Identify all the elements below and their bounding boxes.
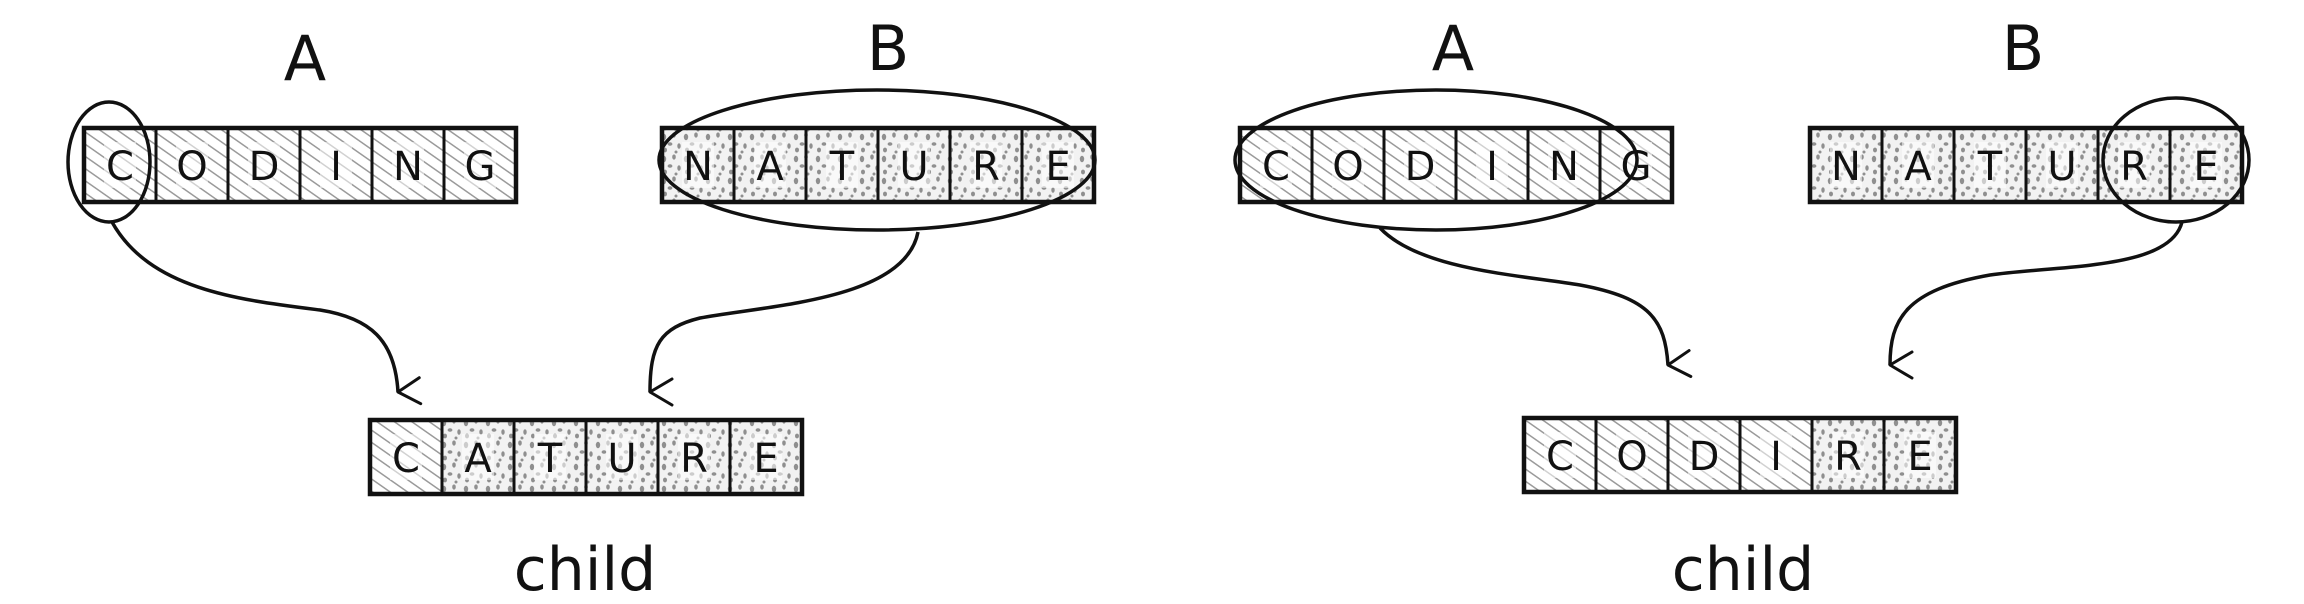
gene-letter: C (392, 436, 420, 482)
gene-letter: O (1332, 144, 1363, 190)
gene-letter: R (1834, 434, 1862, 480)
right-arrow-from-b (1888, 221, 2184, 380)
gene-letter: T (829, 144, 855, 190)
gene-letter-backdrop (1830, 142, 1862, 188)
strip-outline (1521, 415, 1959, 495)
gene-letter-backdrop (2046, 142, 2078, 188)
gene-letter-backdrop (678, 434, 710, 480)
gene-letter: C (106, 144, 134, 190)
gene-letter-backdrop (1904, 432, 1936, 478)
gene-letter: E (1045, 144, 1070, 190)
gene-letter: R (2120, 144, 2148, 190)
gene-letter-backdrop (104, 142, 136, 188)
gene-letter-backdrop (534, 434, 566, 480)
gene-letter-backdrop (898, 142, 930, 188)
gene-letter: N (1831, 144, 1861, 190)
right-arrow-from-a (1378, 226, 1693, 379)
gene-letter-backdrop (462, 434, 494, 480)
gene-letter: A (464, 436, 492, 482)
gene-letter: N (393, 144, 423, 190)
right-child-label: child (1672, 535, 1814, 604)
gene-letter: C (1262, 144, 1290, 190)
gene-letter-backdrop (1974, 142, 2006, 188)
gene-letter-backdrop (248, 142, 280, 188)
left-selection-ellipse-b (657, 88, 1097, 232)
gene-letter: D (249, 144, 280, 190)
strip-outline (81, 125, 519, 205)
gene-letter: A (756, 144, 784, 190)
gene-letter-backdrop (682, 142, 714, 188)
gene-letter: I (1486, 144, 1498, 190)
left-parent-b-label: B (867, 12, 910, 85)
right-selection-ellipse-a (1233, 88, 1639, 232)
gene-letter-backdrop (750, 434, 782, 480)
left-parent-a-label: A (284, 22, 326, 95)
gene-letter-backdrop (1616, 432, 1648, 478)
gene-letter: N (683, 144, 713, 190)
gene-letter: E (1907, 434, 1932, 480)
gene-letter-backdrop (464, 142, 496, 188)
gene-letter-backdrop (392, 142, 424, 188)
gene-letter: O (1616, 434, 1647, 480)
right-parent-b-label: B (2002, 12, 2045, 85)
left-arrow-from-a (110, 221, 423, 406)
gene-letter: O (176, 144, 207, 190)
left-child-label: child (514, 535, 656, 604)
gene-letter-backdrop (1688, 432, 1720, 478)
gene-letter-backdrop (1260, 142, 1292, 188)
gene-letter: T (1977, 144, 2003, 190)
gene-letter-backdrop (1902, 142, 1934, 188)
gene-letter: U (607, 436, 636, 482)
gene-letter: E (753, 436, 778, 482)
gene-letter-backdrop (2190, 142, 2222, 188)
gene-letter: D (1689, 434, 1720, 480)
gene-letter: D (1405, 144, 1436, 190)
gene-letter-backdrop (1404, 142, 1436, 188)
gene-letter: T (537, 436, 563, 482)
gene-letter: I (330, 144, 342, 190)
strip-outline (367, 417, 805, 497)
gene-letter: R (680, 436, 708, 482)
strip-outline (1237, 125, 1675, 205)
gene-letter: E (2193, 144, 2218, 190)
left-arrow-from-b (648, 231, 920, 407)
gene-letter-backdrop (176, 142, 208, 188)
gene-letter: A (1904, 144, 1932, 190)
left-selection-ellipse-a (66, 100, 152, 224)
gene-letter-backdrop (1476, 142, 1508, 188)
gene-letter: U (2047, 144, 2076, 190)
right-parent-a-label: A (1432, 12, 1474, 85)
gene-letter-backdrop (826, 142, 858, 188)
strip-outline (1807, 125, 2245, 205)
gene-letter: G (465, 144, 496, 190)
gene-letter-backdrop (390, 434, 422, 480)
gene-letter-backdrop (970, 142, 1002, 188)
gene-letter: I (1770, 434, 1782, 480)
gene-letter-backdrop (1042, 142, 1074, 188)
gene-letter: U (899, 144, 928, 190)
gene-letter-backdrop (1332, 142, 1364, 188)
gene-letter: C (1546, 434, 1574, 480)
gene-letter-backdrop (754, 142, 786, 188)
gene-letter-backdrop (1760, 432, 1792, 478)
gene-letter-backdrop (2118, 142, 2150, 188)
gene-letter: N (1549, 144, 1579, 190)
gene-letter-backdrop (320, 142, 352, 188)
gene-letter: R (972, 144, 1000, 190)
right-selection-ellipse-b (2101, 96, 2251, 224)
gene-letter-backdrop (1832, 432, 1864, 478)
gene-letter-backdrop (1544, 432, 1576, 478)
gene-letter-backdrop (1548, 142, 1580, 188)
gene-letter-backdrop (606, 434, 638, 480)
